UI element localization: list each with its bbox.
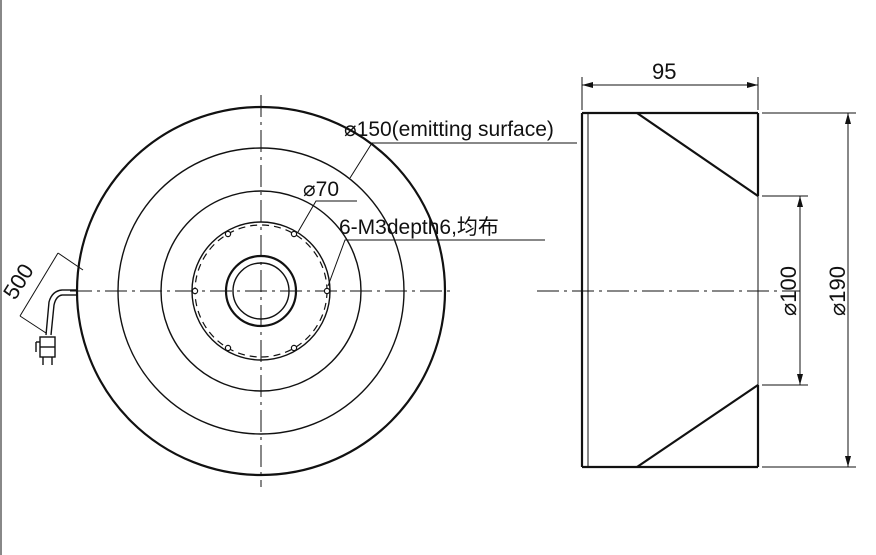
outer-diameter-label: ⌀190: [825, 266, 850, 316]
mounting-hole: [224, 230, 232, 238]
inner-diameter-leader: [297, 200, 357, 233]
holes-label: 6-M3depth6,均布: [339, 216, 499, 239]
side-view: 95 ⌀100 ⌀190: [537, 59, 856, 469]
mounting-hole: [224, 344, 232, 352]
emitting-surface-label: ⌀150(emitting surface): [344, 118, 554, 141]
holes-leader: [327, 239, 545, 287]
length-label: 95: [652, 59, 676, 84]
side-taper-bottom: [636, 384, 759, 468]
mounting-hole: [290, 344, 298, 352]
emitting-surface-leader: [349, 142, 577, 179]
mounting-hole: [290, 230, 298, 238]
small-diameter-label: ⌀100: [776, 266, 801, 316]
side-taper-top: [636, 112, 759, 197]
cable-assembly: [19, 252, 84, 365]
front-view: ⌀150(emitting surface) ⌀70 6-M3depth6,均布…: [0, 95, 577, 487]
mounting-hole: [191, 287, 199, 295]
center-hole-inner: [232, 262, 290, 320]
inner-diameter-label: ⌀70: [303, 178, 339, 201]
center-hole-outer: [224, 254, 298, 328]
outer-housing-circle: [75, 105, 447, 477]
inner-ring-circle: [160, 190, 362, 392]
mounting-hole: [323, 287, 331, 295]
emitting-surface-circle: [117, 147, 405, 435]
cable-length-label: 500: [0, 259, 39, 303]
